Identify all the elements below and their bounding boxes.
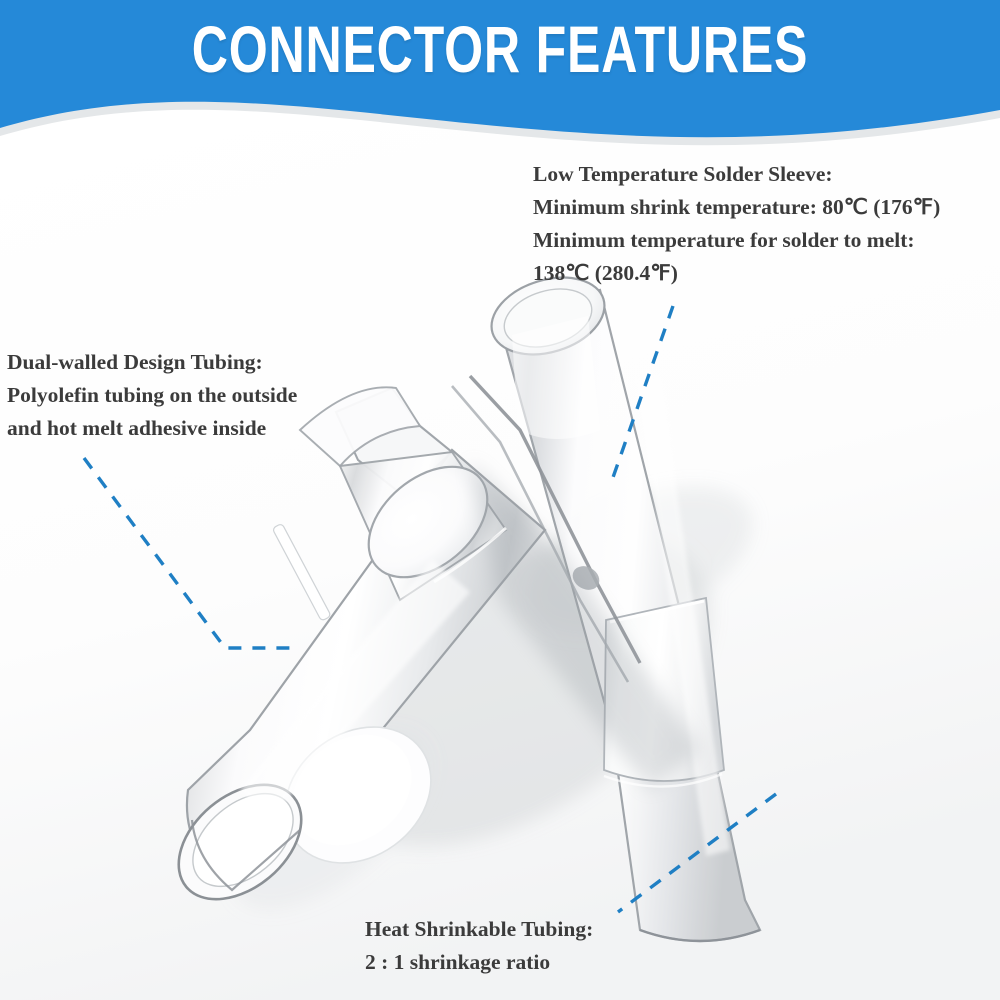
callout-heat-shrinkable-tubing: Heat Shrinkable Tubing: 2 : 1 shrinkage … xyxy=(365,913,593,979)
callout-line: Minimum shrink temperature: 80℃ (176℉) xyxy=(533,195,941,219)
callout-line: Dual-walled Design Tubing: xyxy=(7,350,263,374)
callout-line: 2 : 1 shrinkage ratio xyxy=(365,950,551,974)
callout-line: Low Temperature Solder Sleeve: xyxy=(533,162,833,186)
connector-right xyxy=(490,276,762,943)
header-wave-fill xyxy=(0,0,1000,138)
product-photo xyxy=(0,130,1000,1000)
callout-low-temperature-solder-sleeve: Low Temperature Solder Sleeve: Minimum s… xyxy=(533,158,940,290)
callout-line: Polyolefin tubing on the outside xyxy=(7,383,298,407)
callout-line: 138℃ (280.4℉) xyxy=(533,261,678,285)
callout-line: and hot melt adhesive inside xyxy=(7,416,267,440)
connector-left xyxy=(177,386,547,901)
page-title: CONNECTOR FEATURES xyxy=(191,12,809,86)
callout-dual-walled-design-tubing: Dual-walled Design Tubing: Polyolefin tu… xyxy=(7,346,297,445)
header-banner: CONNECTOR FEATURES xyxy=(0,0,1000,150)
callout-line: Heat Shrinkable Tubing: xyxy=(365,917,594,941)
callout-line: Minimum temperature for solder to melt: xyxy=(533,228,915,252)
